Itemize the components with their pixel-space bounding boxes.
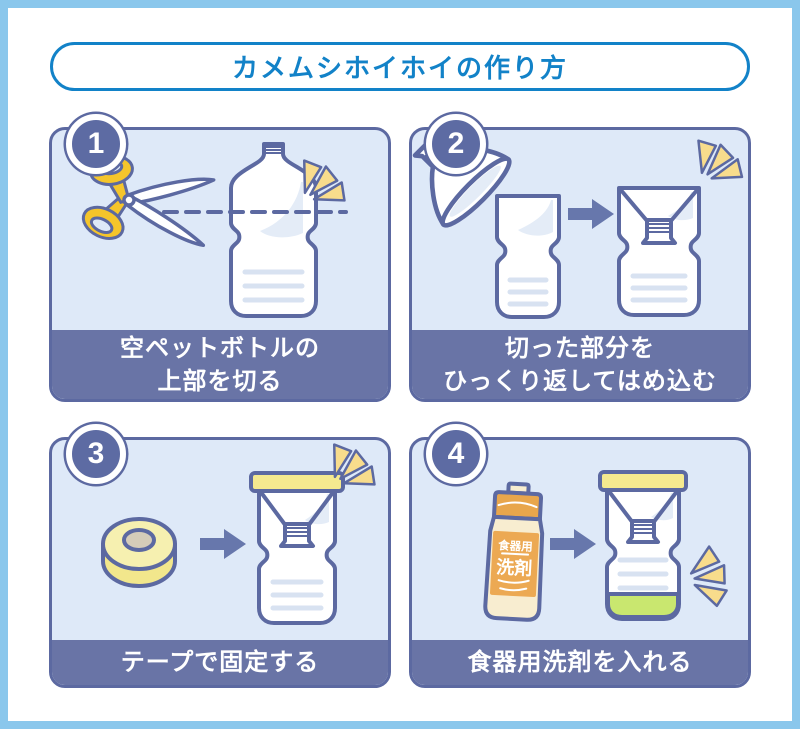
step-4-illustration: 食器用 洗剤 — [412, 440, 748, 640]
funnel-trap — [617, 186, 701, 317]
sparkle-icon — [332, 443, 376, 486]
tape-band — [598, 470, 688, 492]
step-2-number-badge: 2 — [426, 114, 486, 174]
sparkle-icon — [697, 139, 744, 180]
caption-line: 上部を切る — [157, 367, 283, 395]
detergent-bottle-icon: 食器用 洗剤 — [483, 481, 545, 622]
page-title-text: カメムシホイホイの作り方 — [231, 53, 568, 83]
step-2-caption: 切った部分を ひっくり返してはめ込む — [412, 330, 748, 399]
step-panel-2: 2 — [409, 114, 751, 402]
step-4-caption: 食器用洗剤を入れる — [412, 640, 748, 685]
step-4-number-badge: 4 — [426, 424, 486, 484]
detergent-liquid — [606, 592, 680, 619]
funnel-trap-with-detergent — [598, 470, 688, 621]
caption-line: ひっくり返してはめ込む — [443, 367, 717, 395]
arrow-right-icon — [550, 529, 596, 559]
caption-line: テープで固定する — [120, 649, 320, 676]
detergent-label-line2: 洗剤 — [496, 556, 533, 579]
step-number: 1 — [87, 127, 105, 160]
arrow-right-icon — [200, 529, 246, 559]
sparkle-icon — [302, 159, 346, 202]
step-panel-3: 3 — [49, 424, 391, 688]
funnel-trap-taped — [249, 471, 345, 625]
step-panel-4: 4 食器用 洗剤 — [409, 424, 751, 688]
page-title: カメムシホイホイの作り方 — [50, 42, 750, 91]
bottle-body — [495, 194, 561, 319]
step-panel-1: 1 — [49, 114, 391, 402]
detergent-label-line1: 食器用 — [498, 538, 533, 554]
step-number: 3 — [87, 437, 105, 470]
step-3-caption: テープで固定する — [52, 640, 388, 685]
arrow-right-icon — [568, 199, 614, 229]
steps-grid: 1 — [8, 114, 792, 688]
step-number: 4 — [447, 437, 465, 470]
tape-band — [249, 471, 345, 493]
step-2-illustration — [412, 130, 748, 330]
step-1-number-badge: 1 — [66, 114, 126, 174]
step-3-number-badge: 3 — [66, 424, 126, 484]
caption-line: 空ペットボトルの — [120, 334, 320, 362]
sparkle-icon — [689, 545, 728, 608]
caption-line: 切った部分を — [505, 334, 655, 362]
tape-roll-icon — [101, 517, 177, 588]
caption-line: 食器用洗剤を入れる — [467, 649, 693, 676]
step-1-caption: 空ペットボトルの 上部を切る — [52, 330, 388, 399]
step-3-illustration — [52, 440, 388, 640]
step-number: 2 — [447, 127, 465, 160]
